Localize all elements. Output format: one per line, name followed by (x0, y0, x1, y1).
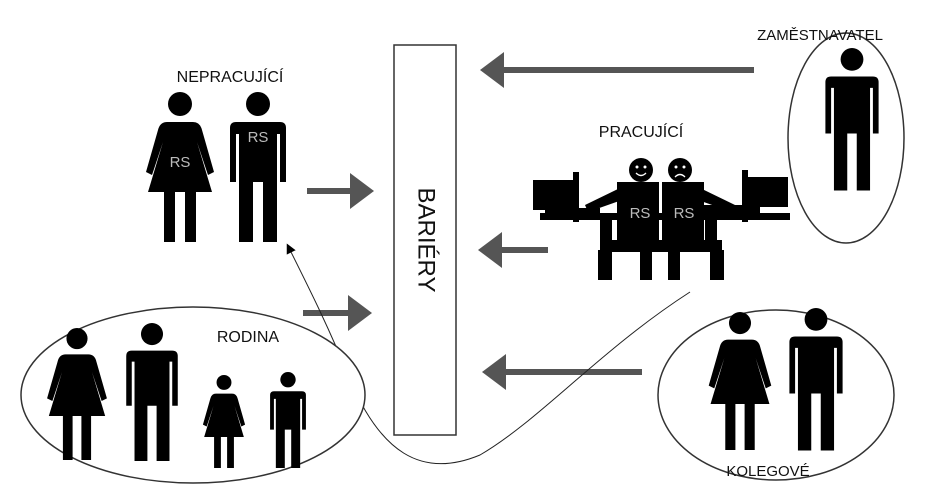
svg-text:RS: RS (170, 154, 191, 171)
arrow-icon (307, 173, 374, 209)
arrow-icon (303, 295, 372, 331)
svg-text:RS: RS (248, 129, 269, 146)
colleagues-ellipse (657, 309, 895, 481)
female-figure-icon: RS (146, 92, 214, 242)
barriers-box: BARIÉRY (393, 44, 457, 436)
sad-face-icon (668, 158, 692, 182)
employer-label: ZAMĚSTNAVATEL (757, 27, 883, 44)
smiley-face-icon (629, 158, 653, 182)
working-label: PRACUJÍCÍ (599, 122, 684, 141)
arrow-icon (480, 52, 754, 88)
svg-text:RS: RS (630, 205, 651, 222)
barriers-label: BARIÉRY (413, 188, 440, 293)
family-label: RODINA (217, 329, 280, 346)
colleagues-label: KOLEGOVÉ (726, 463, 809, 480)
arrow-icon (478, 232, 548, 268)
arrow-icon (482, 354, 642, 390)
feedback-curve (286, 243, 691, 465)
computer-workstation-icon: RS RS (533, 170, 790, 280)
non-working-label: NEPRACUJÍCÍ (177, 67, 284, 86)
svg-text:RS: RS (674, 205, 695, 222)
male-figure-icon: RS (230, 92, 286, 242)
